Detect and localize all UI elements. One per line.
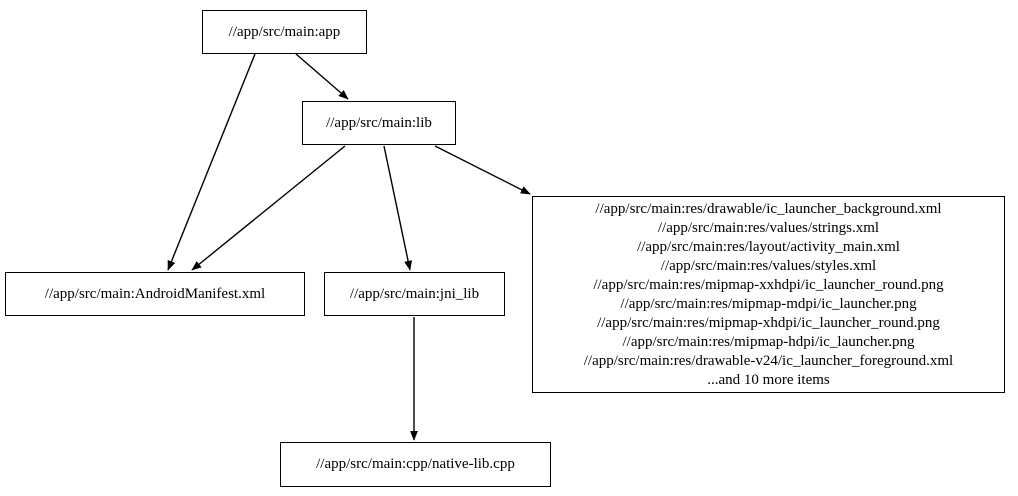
graph-node-native-lib-cpp[interactable]: //app/src/main:cpp/native-lib.cpp — [280, 442, 551, 487]
node-label-app: //app/src/main:app — [228, 23, 341, 40]
node-label-lib: //app/src/main:lib — [326, 114, 432, 131]
graph-node-app[interactable]: //app/src/main:app — [202, 10, 367, 54]
graph-edge-app-to-lib — [295, 53, 349, 100]
graph-edge-lib-to-res — [434, 145, 531, 195]
node-label-jni-lib: //app/src/main:jni_lib — [349, 285, 480, 302]
node-label-res-files: //app/src/main:res/drawable/ic_launcher_… — [583, 200, 954, 388]
graph-edge-lib-to-jni_lib — [383, 145, 413, 271]
graph-edge-lib-to-manifest — [191, 145, 346, 271]
graph-node-android-manifest[interactable]: //app/src/main:AndroidManifest.xml — [5, 272, 305, 316]
node-label-native-lib-cpp: //app/src/main:cpp/native-lib.cpp — [316, 456, 515, 472]
graph-node-jni-lib[interactable]: //app/src/main:jni_lib — [324, 272, 505, 316]
graph-node-lib[interactable]: //app/src/main:lib — [302, 101, 456, 145]
node-label-android-manifest: //app/src/main:AndroidManifest.xml — [44, 285, 266, 302]
graph-edge-app-to-manifest — [167, 53, 256, 271]
graph-node-res-files[interactable]: //app/src/main:res/drawable/ic_launcher_… — [532, 196, 1005, 393]
